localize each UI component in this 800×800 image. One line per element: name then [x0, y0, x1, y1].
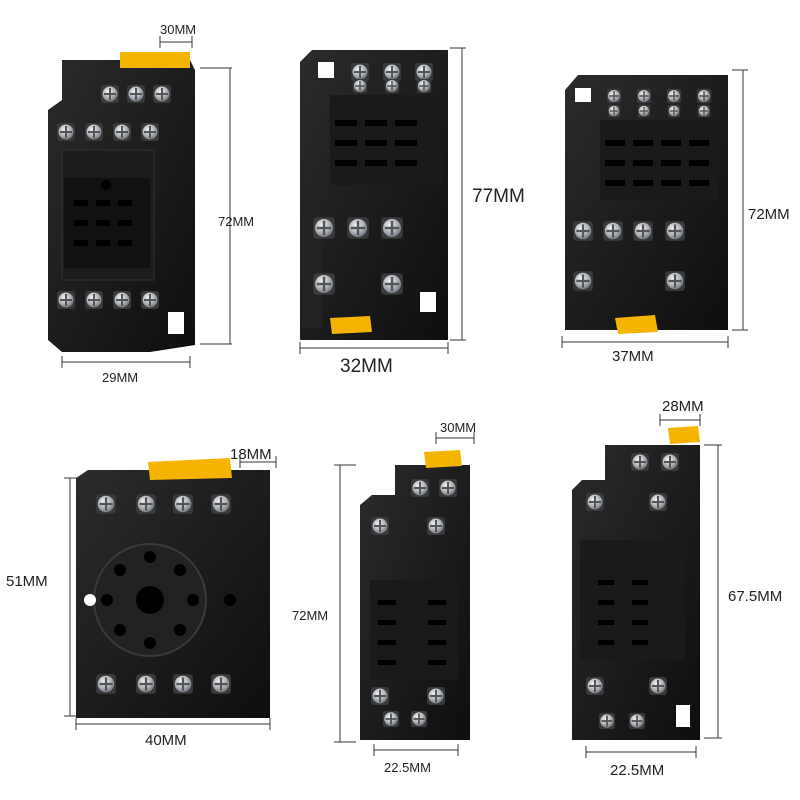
- latch-clip: [120, 52, 190, 68]
- latch-clip: [668, 426, 700, 444]
- width-label-5: 22.5MM: [384, 760, 431, 775]
- relay-socket-5: [360, 450, 470, 740]
- relay-socket-2: [300, 50, 448, 340]
- depth-label-1: 30MM: [160, 22, 197, 37]
- latch-clip: [424, 450, 462, 468]
- relay-socket-1: [48, 52, 195, 352]
- depth-label-4: 18MM: [230, 446, 272, 463]
- width-label-3: 37MM: [612, 348, 654, 365]
- width-label-1: 29MM: [102, 370, 139, 385]
- depth-label-6: 28MM: [662, 398, 704, 415]
- depth-label-5: 30MM: [440, 420, 477, 435]
- height-label-1: 72MM: [218, 214, 255, 229]
- width-label-2: 32MM: [340, 356, 393, 377]
- relay-socket-3: [565, 75, 728, 334]
- relay-socket-4: [76, 458, 270, 718]
- height-label-2: 77MM: [472, 186, 525, 207]
- width-label-6: 22.5MM: [610, 762, 665, 779]
- dimension-lines: [61, 36, 748, 758]
- latch-clip: [330, 316, 372, 334]
- height-label-3: 72MM: [748, 206, 790, 223]
- height-label-4: 51MM: [6, 573, 48, 590]
- latch-clip: [615, 315, 658, 334]
- latch-clip: [148, 458, 232, 480]
- height-label-6: 67.5MM: [728, 588, 783, 605]
- width-label-4: 40MM: [145, 732, 187, 749]
- relay-socket-6: [572, 426, 700, 740]
- height-label-5: 72MM: [292, 608, 329, 623]
